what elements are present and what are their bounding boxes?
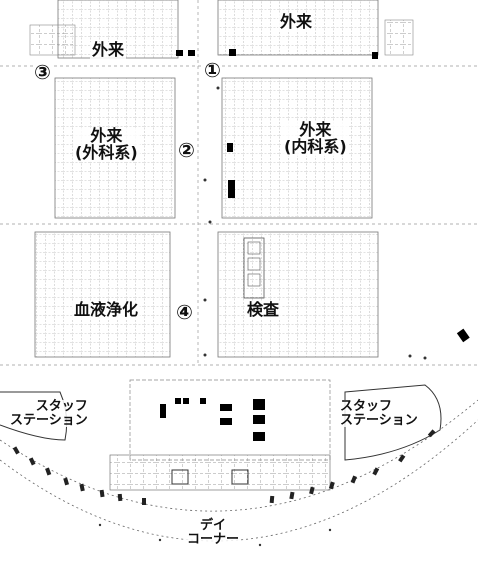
label-staff-station-left-line1: スタッフ xyxy=(35,399,88,414)
label-outpatient-internal: 外来 (内科系) xyxy=(282,120,349,156)
label-outpatient-top-left: 外来 xyxy=(90,40,127,59)
label-outpatient-internal-line1: 外来 xyxy=(299,120,332,139)
marker-4: ④ xyxy=(176,300,193,324)
label-staff-station-left: スタッフ ステーション xyxy=(8,399,90,428)
scattered-dots xyxy=(98,86,427,547)
label-outpatient-surgery-line1: 外来 xyxy=(90,126,123,145)
marker-1: ① xyxy=(204,58,221,82)
label-outpatient-internal-line2: (内科系) xyxy=(284,136,347,156)
room-block-examination xyxy=(217,231,379,358)
central-lower-area xyxy=(109,379,331,491)
label-staff-station-right: スタッフ ステーション xyxy=(338,399,420,428)
label-hemodialysis: 血液浄化 xyxy=(72,300,141,319)
label-outpatient-top-right: 外来 xyxy=(278,12,315,31)
label-outpatient-surgery: 外来 (外科系) xyxy=(73,126,140,162)
marker-2: ② xyxy=(178,138,195,162)
room-block-top-right xyxy=(217,0,414,56)
room-block-hemodialysis xyxy=(34,231,171,358)
label-staff-station-left-line2: ステーション xyxy=(10,412,88,428)
ring-seats xyxy=(12,429,436,505)
label-day-corner-line1: デイ xyxy=(200,518,227,533)
label-staff-station-right-line2: ステーション xyxy=(340,412,418,428)
marker-3: ③ xyxy=(34,60,51,84)
label-outpatient-surgery-line2: (外科系) xyxy=(75,142,138,162)
structural-columns xyxy=(160,49,470,441)
label-staff-station-right-line1: スタッフ xyxy=(340,399,393,414)
label-day-corner-line2: コーナー xyxy=(187,531,240,547)
label-day-corner: デイ コーナー xyxy=(185,518,242,547)
label-examination: 検査 xyxy=(245,300,282,319)
corridor xyxy=(0,0,478,366)
outer-ring xyxy=(0,399,478,542)
staff-station-right-shape xyxy=(344,384,442,461)
